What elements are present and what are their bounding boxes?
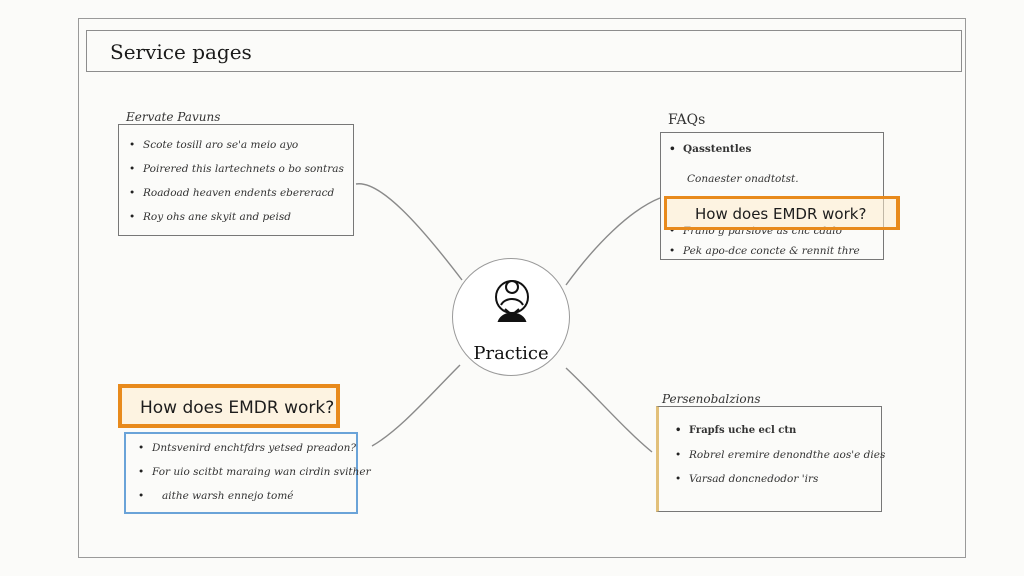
list-item: Scote tosill aro se'a meio ayo <box>127 133 353 157</box>
diagram-title: Service pages <box>110 40 252 64</box>
faqs-question: How does EMDR work? <box>695 205 867 223</box>
service-pavuns-list: Scote tosill aro se'a meio ayo Poirered … <box>119 125 353 229</box>
connector-top-right <box>565 197 661 286</box>
list-item: Robrel eremire denondthe aos'e dies <box>673 443 885 467</box>
emdr-details-box: Dntsvenird enchtfdrs yetsed preadon? For… <box>124 432 371 514</box>
service-pavuns-caption: Eervate Pavuns <box>126 110 221 124</box>
emdr-list: Dntsvenird enchtfdrs yetsed preadon? For… <box>126 434 371 508</box>
list-item: Roadoad heaven endents ebereracd <box>127 181 353 205</box>
connector-top-left <box>355 183 463 281</box>
list-item: Poirered this lartechnets o bo sontras <box>127 157 353 181</box>
list-item: Pek apo-dce concte & rennit thre <box>667 241 860 261</box>
emdr-question: How does EMDR work? <box>140 398 335 418</box>
title-bar <box>86 30 962 72</box>
list-item-continuation: aithe warsh ennejo tomé <box>136 484 356 508</box>
connector-bottom-left <box>371 364 461 447</box>
emdr-question-highlight: How does EMDR work? <box>118 384 340 428</box>
service-pavuns-box: Scote tosill aro se'a meio ayo Poirered … <box>118 124 354 236</box>
personalizations-list: Frapfs uche ecl ctn Robrel eremire denon… <box>659 407 885 491</box>
faqs-caption: FAQs <box>668 112 706 128</box>
personalizations-box: Frapfs uche ecl ctn Robrel eremire denon… <box>656 406 885 512</box>
faqs-header-list: Qasstentles <box>661 133 883 161</box>
connector-bottom-right <box>565 367 653 453</box>
list-item: Dntsvenird enchtfdrs yetsed preadon? <box>136 436 356 460</box>
diagram-frame <box>78 18 966 558</box>
practice-hub: Practice <box>452 258 570 376</box>
faqs-subtitle: Conaester onadtotst. <box>687 173 799 185</box>
list-item: Roy ohs ane skyit and peisd <box>127 205 353 229</box>
list-item: Varsad doncnedodor 'irs <box>673 467 881 491</box>
list-item: For uio scitbt maraing wan cirdin svithe… <box>136 460 371 484</box>
meditating-person-icon <box>495 280 529 322</box>
faqs-question-highlight: How does EMDR work? <box>664 196 900 230</box>
hub-label: Practice <box>473 343 549 364</box>
personalizations-caption: Persenobalzions <box>662 392 761 406</box>
list-item: Frapfs uche ecl ctn <box>673 419 881 443</box>
faqs-header: Qasstentles <box>667 137 883 161</box>
